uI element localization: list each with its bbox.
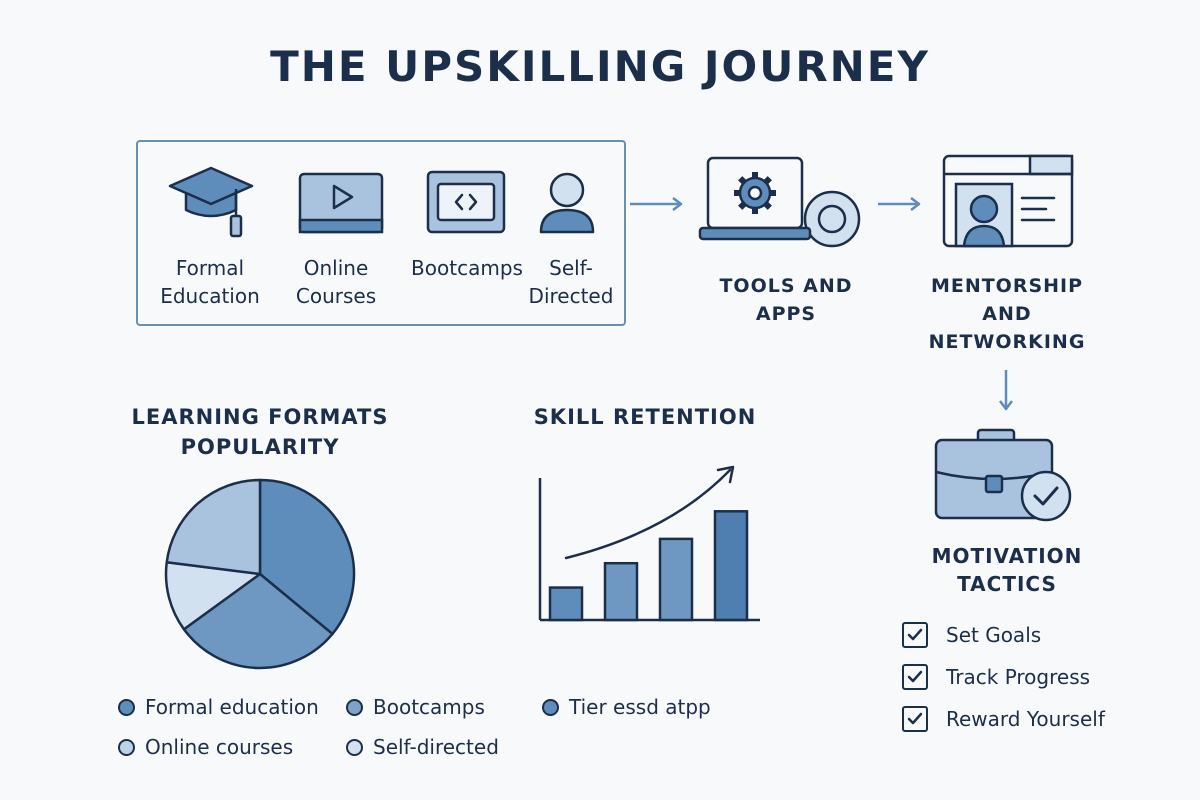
bar-4	[713, 510, 749, 622]
legend-item: Self-directed	[346, 734, 499, 760]
legend-item: Formal education	[118, 694, 319, 720]
tactic-item[interactable]: Set Goals	[902, 614, 1105, 656]
bar-chart	[538, 465, 760, 622]
check-icon	[907, 670, 923, 683]
check-icon	[907, 712, 923, 725]
check-icon	[907, 628, 923, 641]
legend-swatch	[118, 698, 135, 716]
legend-swatch	[118, 738, 135, 756]
pie-slice-self-directed	[164, 560, 262, 631]
tactic-item[interactable]: Track Progress	[902, 656, 1105, 698]
pie-chart	[164, 478, 356, 670]
arrow-right-icon	[878, 197, 921, 211]
legend-item: Tier essd atpp	[542, 694, 711, 720]
pie-slice-formal-education	[258, 478, 356, 636]
video-play-icon	[298, 172, 384, 234]
code-brackets-icon	[426, 170, 506, 234]
step-label-motivation-tactics: MOTIVATION TACTICS	[931, 544, 1083, 596]
bar-3	[658, 537, 694, 622]
format-label-formal-education: Formal Education	[160, 256, 260, 308]
profile-card-icon	[942, 154, 1074, 248]
format-label-bootcamps: Bootcamps	[411, 256, 523, 280]
bar-2	[603, 561, 639, 622]
format-label-online-courses: Online Courses	[295, 256, 377, 308]
legend-swatch	[346, 698, 363, 716]
laptop-gear-icon	[698, 156, 861, 248]
briefcase-check-icon	[934, 428, 1072, 522]
pie-slice-bootcamps	[182, 572, 334, 670]
tactic-label: Track Progress	[946, 665, 1091, 689]
legend-item: Online courses	[118, 734, 293, 760]
checkbox-checked[interactable]	[902, 622, 928, 648]
bar-1	[548, 586, 584, 622]
page-title: THE UPSKILLING JOURNEY	[270, 42, 930, 91]
pie-chart-title: LEARNING FORMATS POPULARITY	[131, 405, 389, 459]
legend-swatch	[542, 698, 559, 716]
arrow-down-icon	[999, 370, 1013, 411]
tactic-item[interactable]: Reward Yourself	[902, 698, 1105, 740]
arrow-right-icon	[630, 197, 683, 211]
checkbox-checked[interactable]	[902, 706, 928, 732]
format-label-self-directed: Self- Directed	[528, 256, 614, 308]
bar-chart-title: SKILL RETENTION	[533, 405, 757, 429]
legend-item: Bootcamps	[346, 694, 485, 720]
graduation-cap-icon	[168, 166, 254, 238]
checkbox-checked[interactable]	[902, 664, 928, 690]
person-icon	[539, 172, 595, 234]
trend-arrow-line	[564, 468, 732, 560]
legend-swatch	[346, 738, 363, 756]
trend-arrow-head	[716, 465, 735, 484]
tactics-list: Set Goals Track Progress Reward Yourself	[902, 614, 1105, 740]
tactic-label: Set Goals	[946, 623, 1042, 647]
tactic-label: Reward Yourself	[946, 707, 1105, 731]
step-label-mentorship-and-networking: MENTORSHIP AND NETWORKING	[928, 275, 1086, 353]
learning-formats-box	[136, 140, 626, 326]
pie-slice-online-courses	[165, 478, 262, 576]
step-label-tools-and-apps: TOOLS AND APPS	[719, 275, 853, 325]
